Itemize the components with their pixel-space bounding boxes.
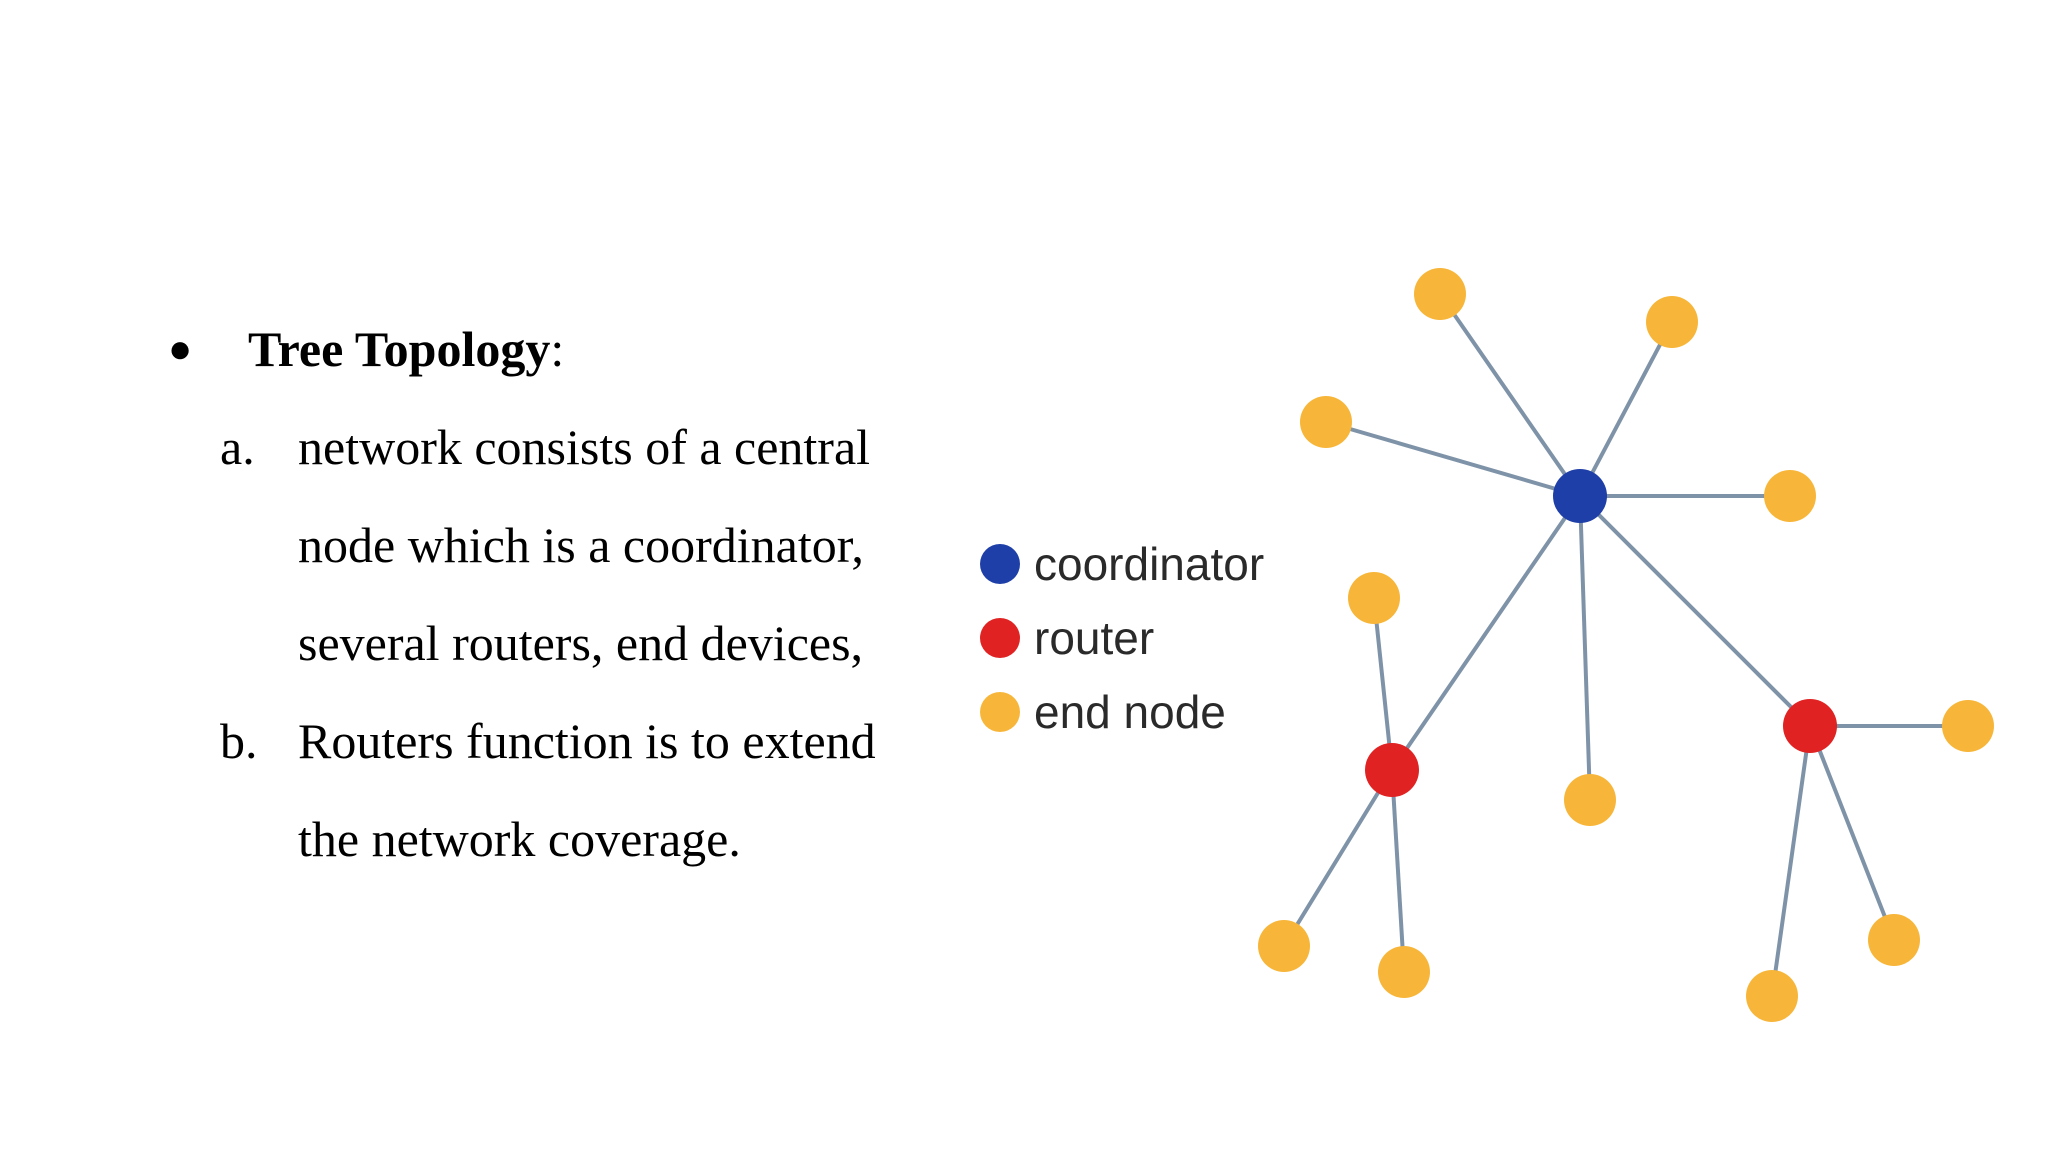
- legend-swatch-end-node: [980, 692, 1020, 732]
- list-item-b: b. Routers function is to extend the net…: [168, 692, 928, 888]
- end-node: [1258, 920, 1310, 972]
- edge: [1325, 420, 1581, 498]
- list-marker-b: b.: [220, 713, 258, 769]
- legend-swatch-coordinator: [980, 544, 1020, 584]
- router-node: [1783, 699, 1837, 753]
- edge: [1578, 494, 1812, 728]
- topology-heading: Tree Topology:: [248, 300, 564, 398]
- list-line: the network coverage.: [298, 811, 741, 867]
- edge: [1390, 769, 1406, 973]
- end-node: [1942, 700, 1994, 752]
- edge: [1390, 494, 1582, 772]
- edge: [1578, 495, 1592, 801]
- list-line: Routers function is to extend: [298, 713, 876, 769]
- legend-label-coordinator: coordinator: [1034, 538, 1264, 590]
- end-node: [1746, 970, 1798, 1022]
- legend-label-router: router: [1034, 612, 1154, 664]
- edge: [1282, 768, 1394, 948]
- end-node: [1414, 268, 1466, 320]
- end-node: [1868, 914, 1920, 966]
- end-node: [1378, 946, 1430, 998]
- diagram-edges: [1282, 292, 1968, 997]
- edge: [1770, 725, 1812, 997]
- heading-colon: :: [550, 321, 565, 377]
- end-node: [1300, 396, 1352, 448]
- edge: [1438, 292, 1582, 498]
- list-marker-a: a.: [220, 419, 255, 475]
- end-node: [1764, 470, 1816, 522]
- legend-swatch-router: [980, 618, 1020, 658]
- edge: [1808, 725, 1896, 941]
- diagram-nodes: [1258, 268, 1994, 1022]
- legend-label-end-node: end node: [1034, 686, 1226, 738]
- bullet-marker: ●: [168, 326, 193, 371]
- list-line: several routers, end devices,: [298, 615, 864, 671]
- coordinator-node: [1553, 469, 1607, 523]
- edge: [1372, 597, 1394, 771]
- bullet-item: ● Tree Topology:: [168, 300, 928, 398]
- legend: coordinator router end node: [980, 538, 1264, 738]
- list-line: node which is a coordinator,: [298, 517, 864, 573]
- list-text-b: Routers function is to extend the networ…: [298, 692, 928, 888]
- edge: [1578, 321, 1674, 497]
- list-item-a: a. network consists of a central node wh…: [168, 398, 928, 692]
- end-node: [1646, 296, 1698, 348]
- list-line: network consists of a central: [298, 419, 871, 475]
- end-node: [1564, 774, 1616, 826]
- end-node: [1348, 572, 1400, 624]
- list-text-a: network consists of a central node which…: [298, 398, 928, 692]
- tree-topology-diagram: coordinator router end node: [980, 268, 1994, 1022]
- text-content: ● Tree Topology: a. network consists of …: [168, 300, 928, 888]
- heading-title: Tree Topology: [248, 321, 551, 377]
- router-node: [1365, 743, 1419, 797]
